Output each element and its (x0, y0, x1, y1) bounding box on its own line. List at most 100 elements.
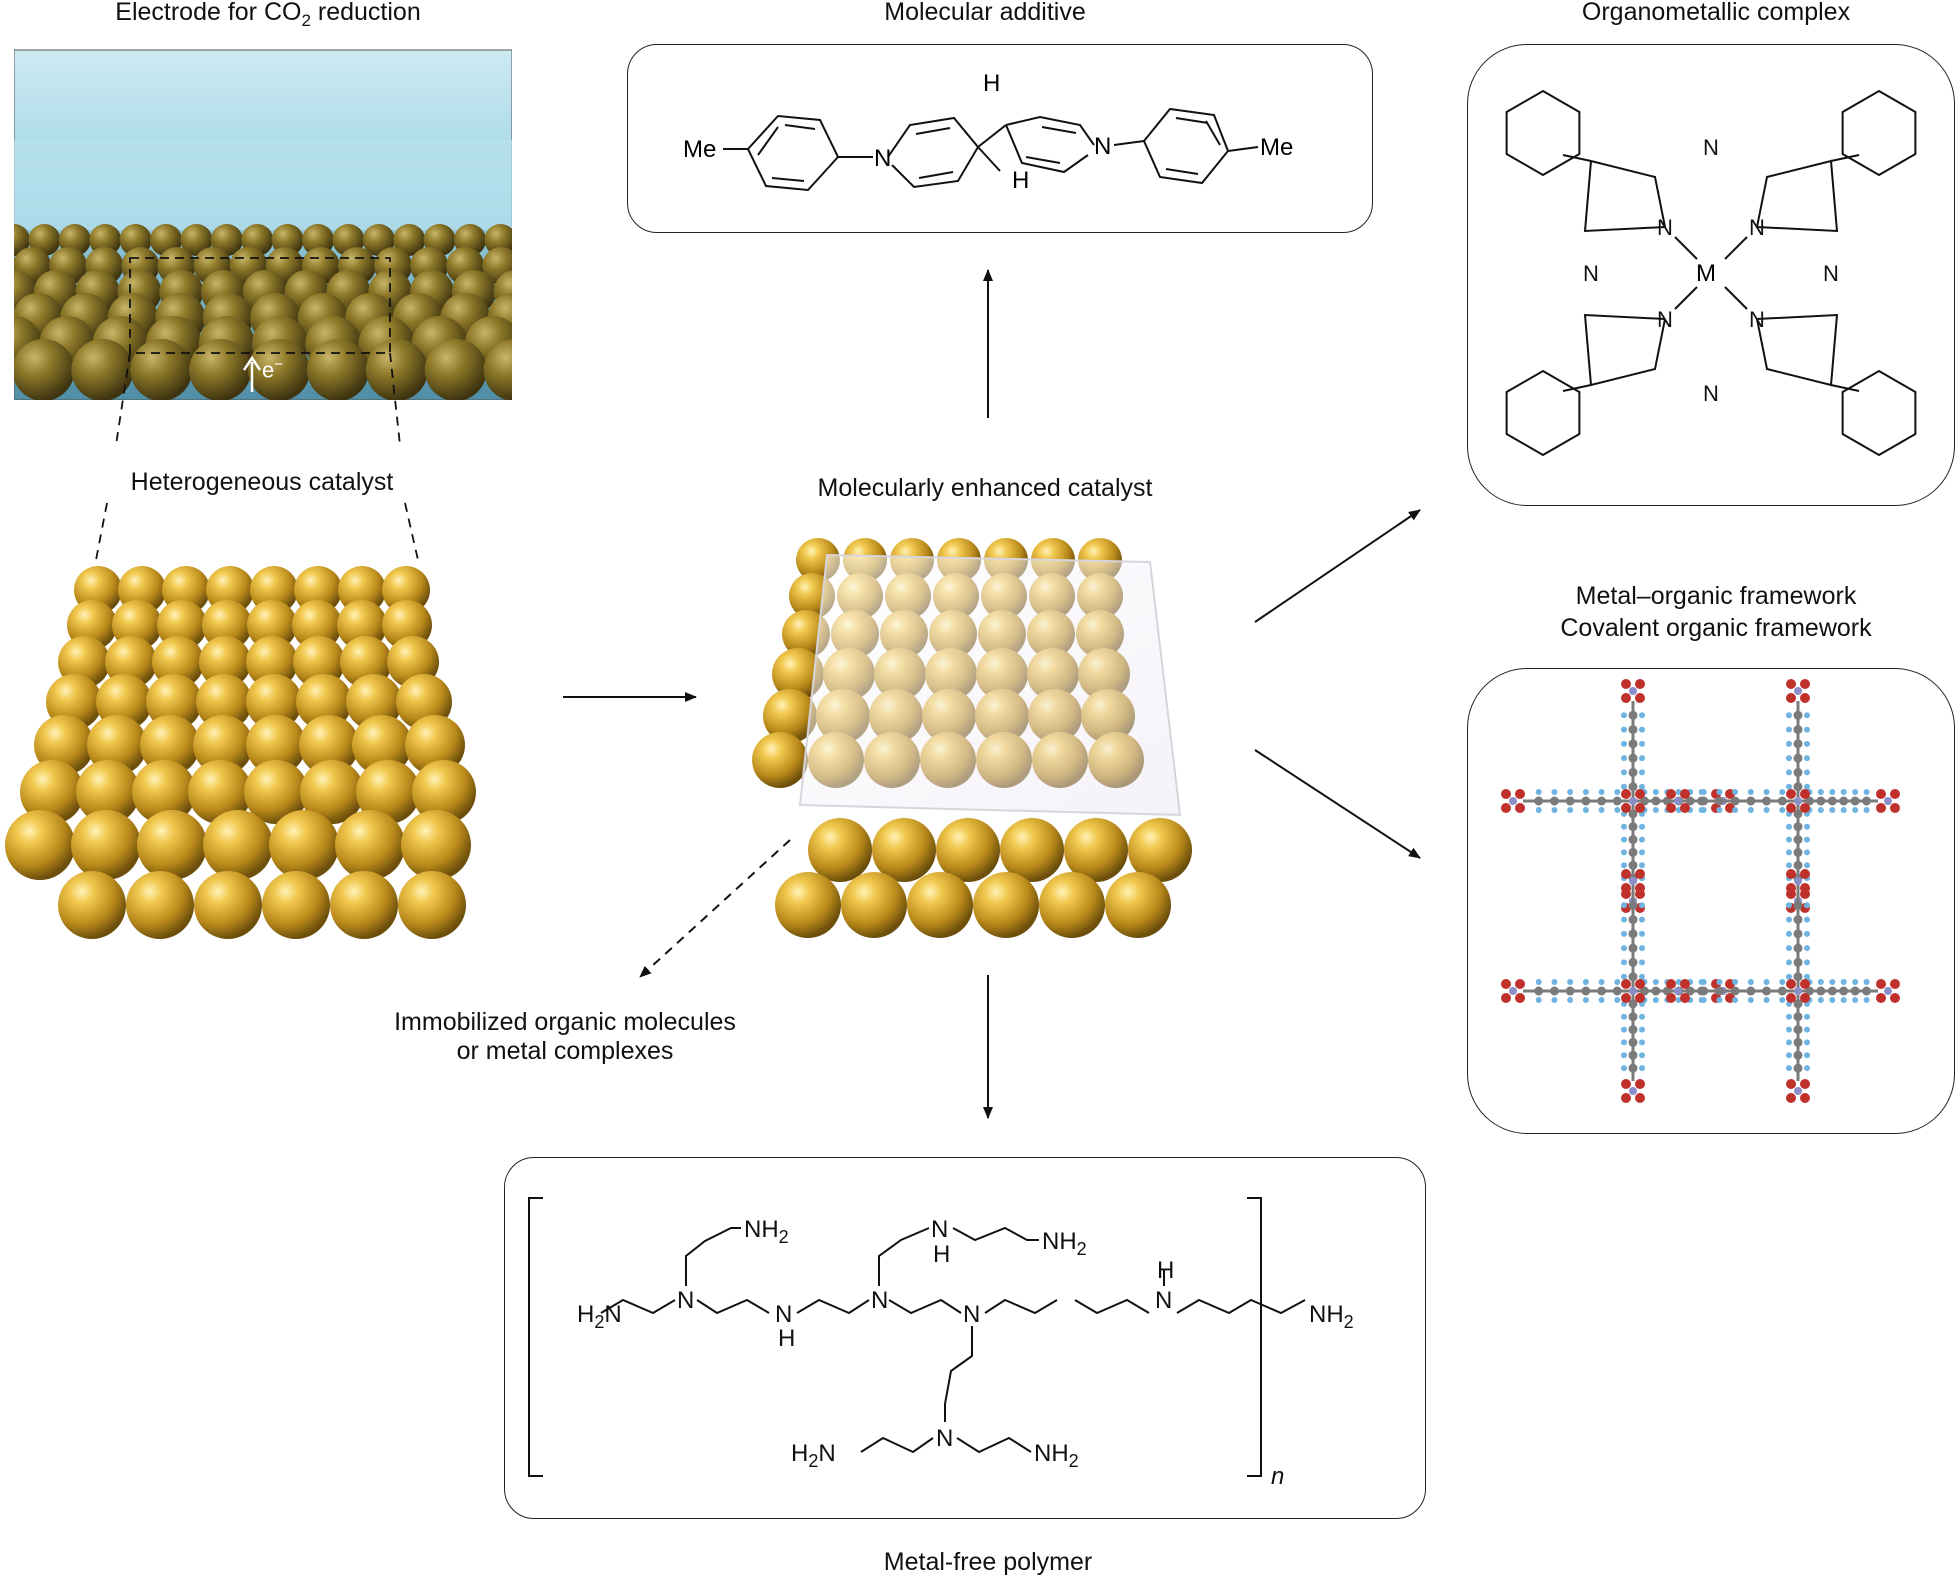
electrode-atom (180, 224, 213, 256)
zoom-connectors (95, 352, 419, 561)
terminal-amine-right: NH2 (1309, 1301, 1354, 1332)
secondary-amine-1-h: H (778, 1325, 795, 1352)
molecular-additive-label: Molecular additive (884, 0, 1086, 26)
hydrogen-atom (1639, 902, 1645, 909)
nitrogen-left: N (874, 145, 891, 172)
gold-atom (752, 732, 808, 788)
carbon-atom (1762, 796, 1772, 806)
hydrogen-atom (1639, 862, 1645, 869)
gold-atom (763, 689, 817, 743)
hydrogen-atom (1829, 997, 1836, 1003)
carbon-atom (1793, 915, 1803, 925)
carbon-atom (1699, 796, 1709, 806)
carbon-atom (1628, 915, 1638, 925)
carbon-atom (1777, 796, 1787, 806)
oxygen-atom (1800, 803, 1810, 813)
oxygen-atom (1876, 993, 1886, 1003)
hydrogen-atom (1804, 823, 1810, 830)
oxygen-atom (1501, 993, 1511, 1003)
molecular-film (798, 553, 1182, 817)
metal-node-atom (1794, 987, 1802, 995)
hydrogen-atom (1817, 789, 1824, 795)
gold-atom (401, 810, 471, 880)
hydrogen-atom (1639, 1052, 1645, 1059)
gold-atom (1039, 872, 1105, 938)
carbon-atom (1793, 767, 1803, 777)
hydrogen-bottom: H (1012, 167, 1029, 194)
hydrogen-atom (1786, 755, 1792, 762)
hydrogen-atom (1852, 997, 1859, 1003)
carbon-atom (1628, 782, 1638, 792)
hydrogen-atom (1786, 1026, 1792, 1033)
carbon-atom (1804, 796, 1814, 806)
oxygen-atom (1501, 789, 1511, 799)
hydrogen-atom (1535, 789, 1542, 795)
hydrogen-atom (1614, 789, 1621, 795)
hydrogen-atom (1614, 979, 1621, 985)
carbon-atom (1793, 782, 1803, 792)
hydrogen-atom (1863, 807, 1870, 813)
hydrogen-atom (1700, 979, 1707, 985)
hydrogen-atom (1786, 740, 1792, 747)
oxygen-atom (1786, 1079, 1796, 1089)
hydrogen-atom (1804, 740, 1810, 747)
oxygen-atom (1680, 789, 1690, 799)
gold-atom (188, 760, 252, 824)
oxygen-atom (1786, 979, 1796, 989)
carbon-atom (1714, 796, 1724, 806)
oxygen-atom (1635, 693, 1645, 703)
carbon-atom (1816, 796, 1826, 806)
secondary-amine-2-h: H (1157, 1257, 1174, 1284)
oxygen-atom (1800, 869, 1810, 879)
hydrogen-atom (1639, 836, 1645, 843)
metal-free-polymer-box: H2N N N H N N N H NH2 N H NH2 NH2 N H2N … (504, 1157, 1426, 1519)
pyrrole-nitrogen: N (1749, 215, 1765, 240)
hydrogen-atom (1763, 789, 1770, 795)
gold-atom (294, 566, 342, 614)
carbon-atom (1651, 986, 1661, 996)
gold-atom (841, 872, 907, 938)
methyl-left: Me (683, 136, 716, 163)
carbon-atom (1699, 986, 1709, 996)
hydrogen-atom (1639, 823, 1645, 830)
hydrogen-atom (1786, 1039, 1792, 1046)
nitrogen-right: N (1094, 133, 1111, 160)
hydrogen-atom (1621, 930, 1627, 937)
oxygen-atom (1621, 679, 1631, 689)
heterogeneous-catalyst-label: Heterogeneous catalyst (130, 468, 394, 496)
methyl-right: Me (1260, 134, 1293, 161)
hydrogen-atom (1804, 769, 1810, 776)
hydrogen-atom (1621, 823, 1627, 830)
carbon-atom (1581, 796, 1591, 806)
hydrogen-atom (1840, 807, 1847, 813)
carbon-atom (1534, 986, 1544, 996)
hydrogen-atom (1786, 849, 1792, 856)
hydrogen-atom (1598, 789, 1605, 795)
hydrogen-atom (1639, 1065, 1645, 1072)
bridge-nitrogen: N (1583, 261, 1599, 286)
pyrrole-nitrogen: N (1749, 307, 1765, 332)
hydrogen-atom (1598, 979, 1605, 985)
gold-atom (20, 760, 84, 824)
oxygen-atom (1666, 789, 1676, 799)
electrode-atom (189, 339, 252, 401)
hydrogen-atom (1621, 1039, 1627, 1046)
electrode-illustration (0, 40, 552, 430)
gold-atom (1128, 818, 1192, 882)
enhanced-catalyst-label: Molecularly enhanced catalyst (817, 474, 1153, 502)
hydrogen-atom (1621, 783, 1627, 790)
hydrogen-atom (1804, 1065, 1810, 1072)
carbon-atom (1628, 809, 1638, 819)
carbon-atom (1628, 767, 1638, 777)
hydrogen-atom (1804, 862, 1810, 869)
arrows (563, 269, 1421, 1119)
electrode-atom (71, 339, 134, 401)
hydrogen-atom (1716, 979, 1723, 985)
gold-atom (293, 636, 345, 688)
oxygen-atom (1876, 789, 1886, 799)
hydrogen-top: H (983, 70, 1000, 97)
gold-atom (76, 760, 140, 824)
oxygen-atom (1786, 679, 1796, 689)
carbon-atom (1628, 822, 1638, 832)
hydrogen-atom (1852, 807, 1859, 813)
